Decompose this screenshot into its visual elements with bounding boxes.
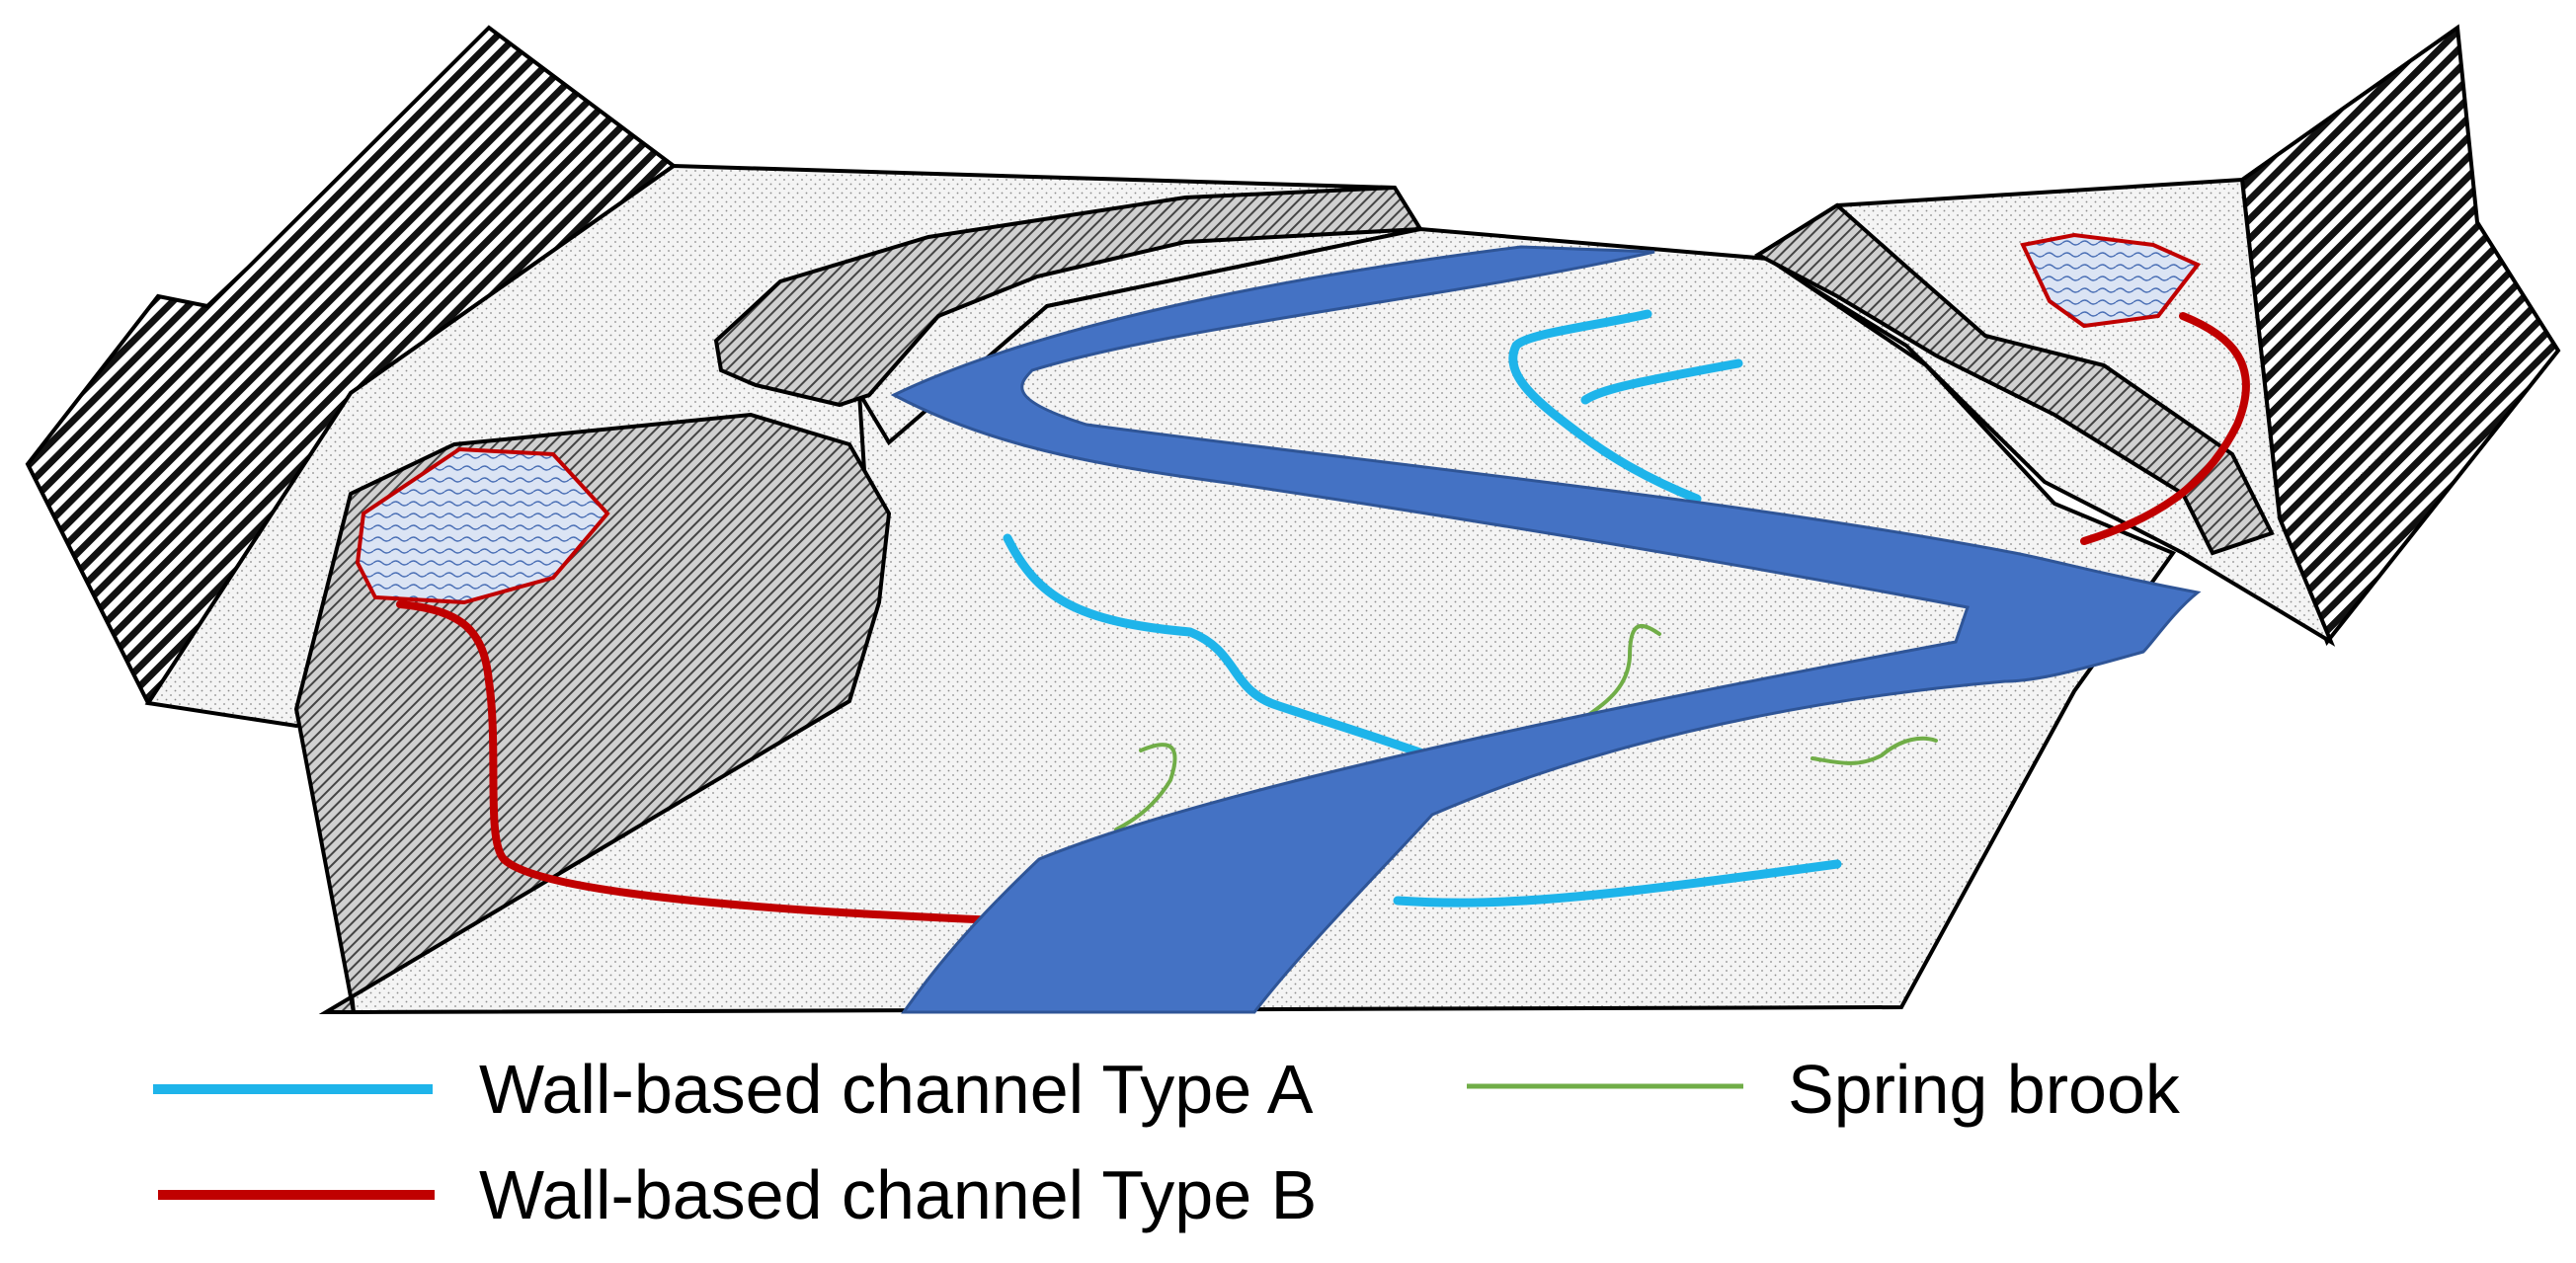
- legend-type-a-label: Wall-based channel Type A: [479, 1051, 1314, 1128]
- type-a-channel-lower: [1393, 859, 1842, 908]
- spring-brook-2: [1578, 623, 1661, 723]
- spring-brooks: [1114, 623, 1938, 831]
- type-b-channel-right: [2080, 312, 2250, 545]
- legend: [153, 1083, 1743, 1200]
- right-bank: [1753, 202, 2275, 556]
- type-a-channels: [1003, 309, 1842, 908]
- right-pond: [2020, 232, 2202, 329]
- left-upper-bank: [713, 185, 1424, 408]
- type-a-channel-middle: [1003, 533, 1447, 765]
- spring-brook-1: [1114, 743, 1177, 831]
- type-a-channel-upper-branch: [1580, 358, 1743, 405]
- legend-type-b-label: Wall-based channel Type B: [479, 1156, 1318, 1233]
- left-pond: [355, 446, 610, 605]
- main-river: [890, 245, 2202, 1014]
- type-b-channel-left: [396, 600, 1002, 924]
- ponds: [355, 232, 2202, 605]
- type-b-channels: [396, 312, 2250, 924]
- legend-spring-brook-label: Spring brook: [1788, 1051, 2180, 1128]
- spring-brook-3: [1811, 736, 1938, 765]
- type-a-channel-upper: [1508, 309, 1702, 504]
